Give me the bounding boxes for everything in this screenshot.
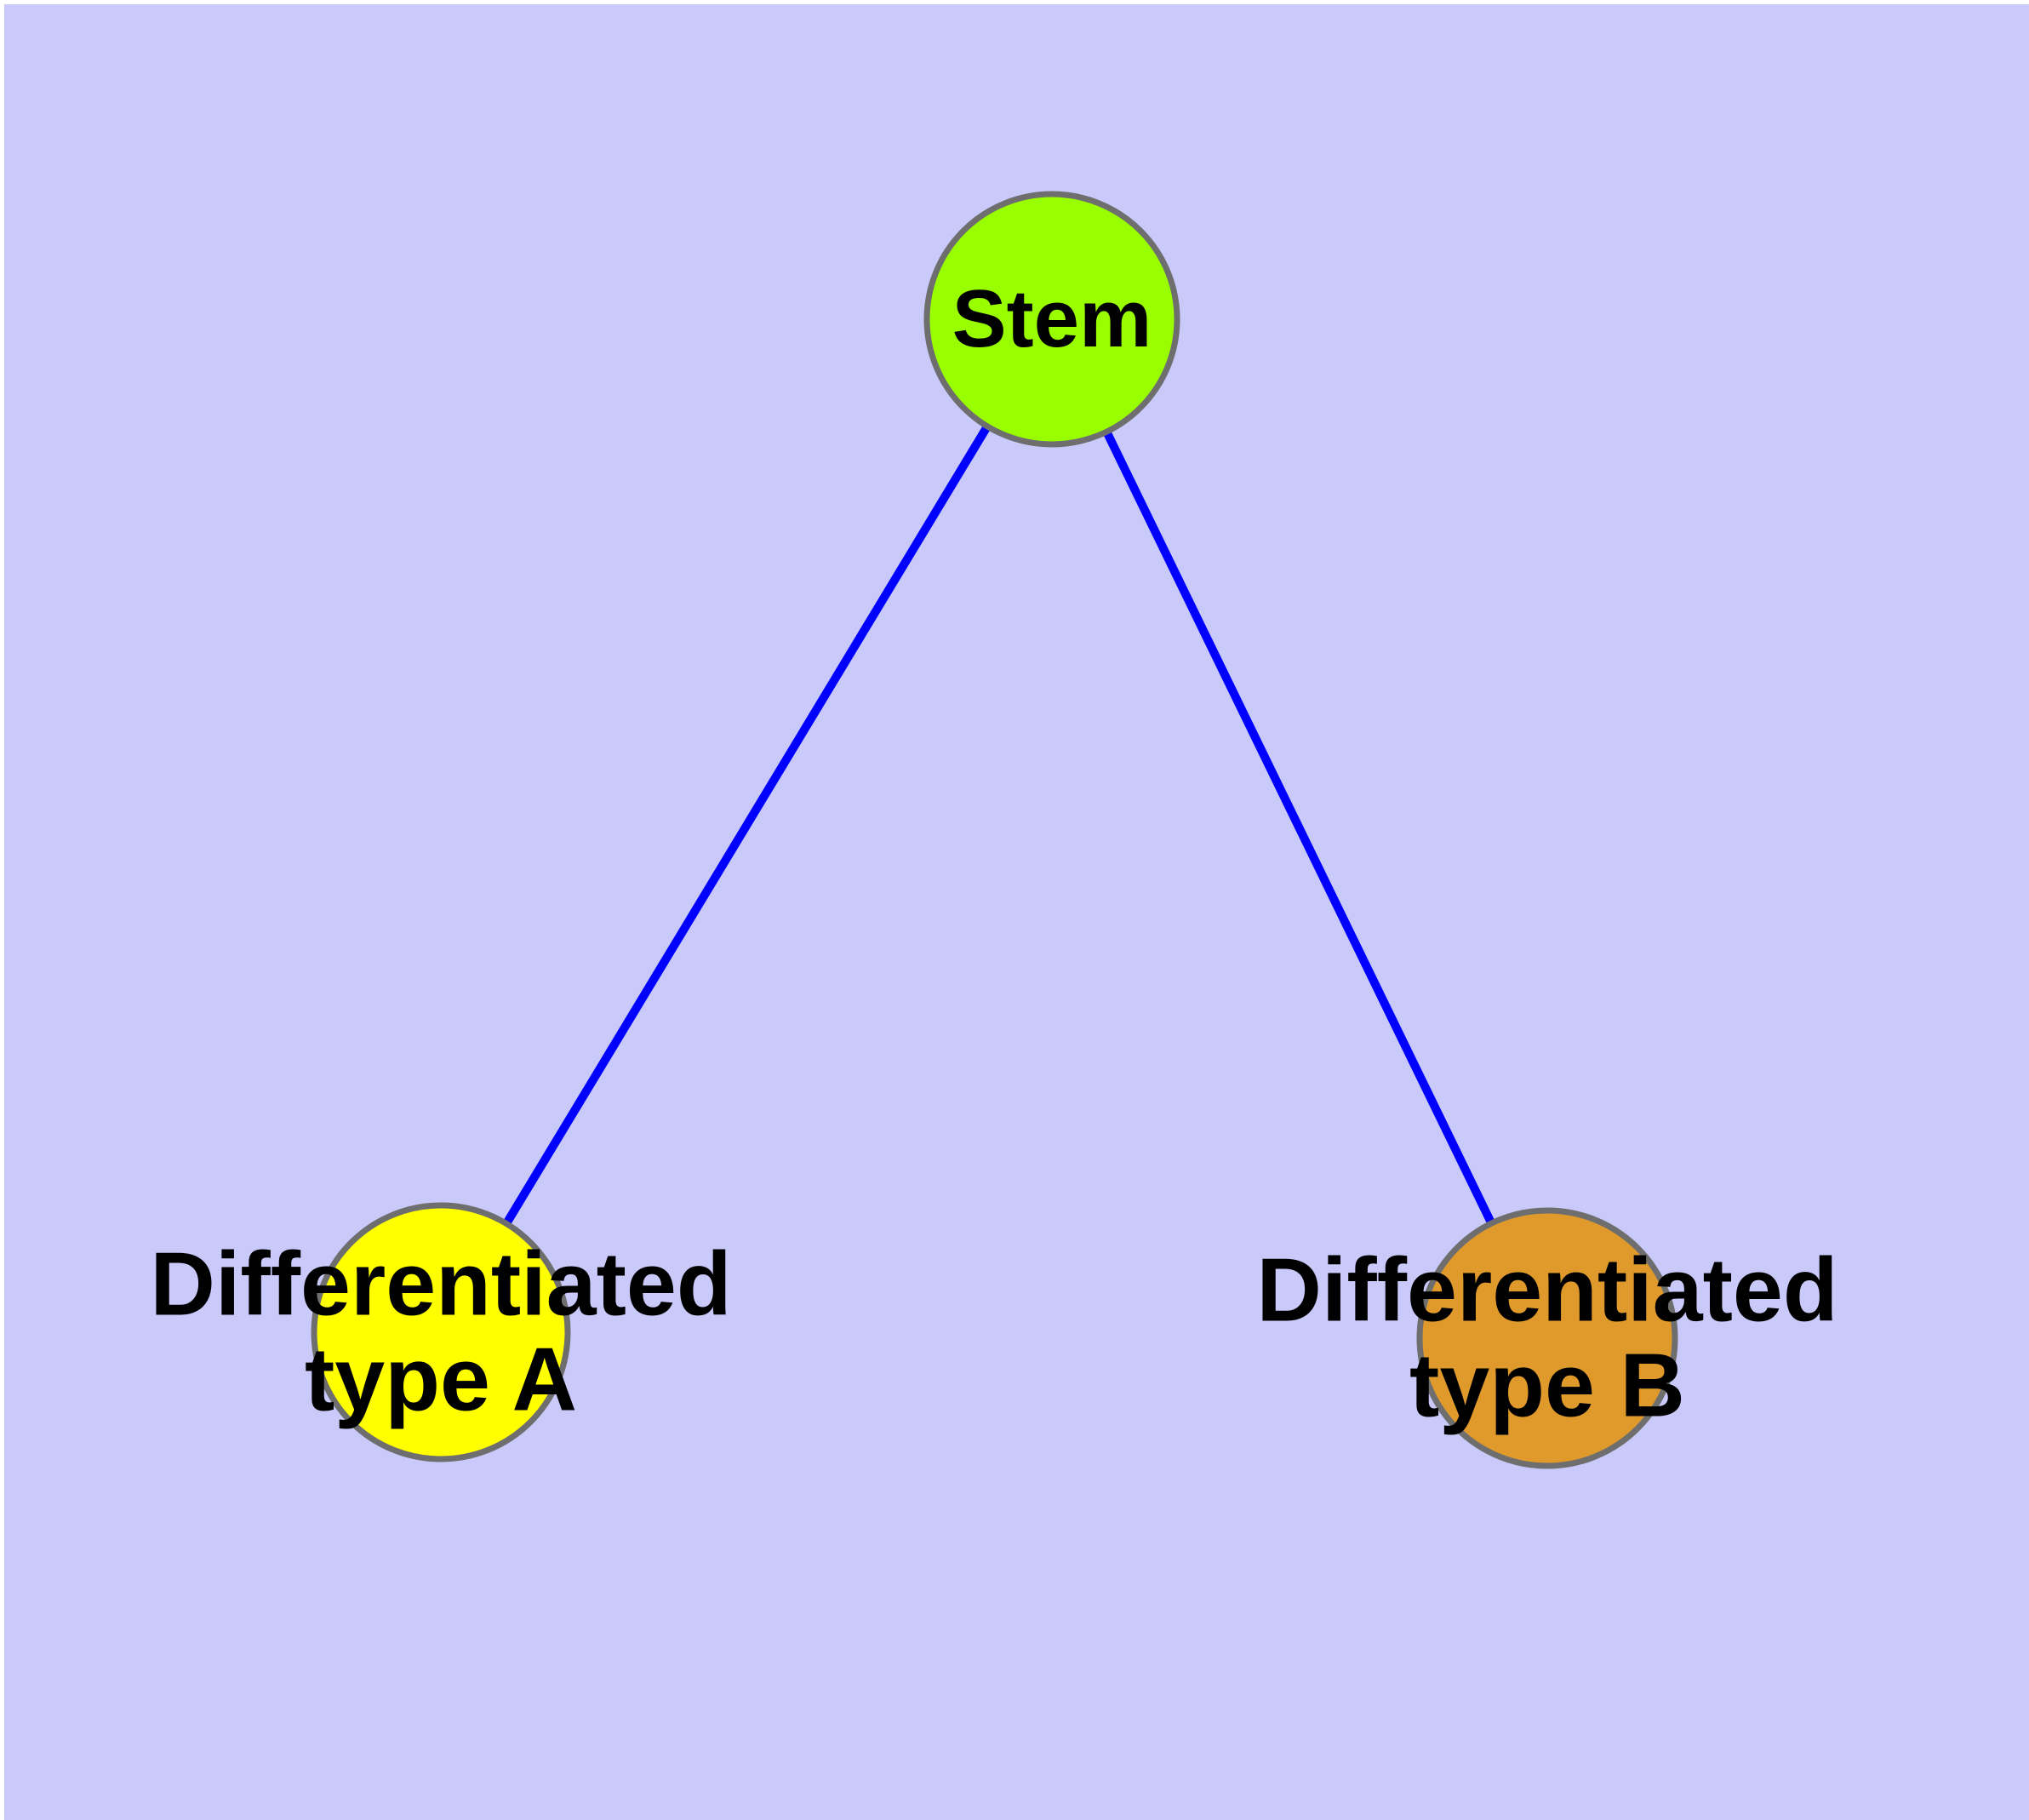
edge-layer [437,317,1552,1341]
graph-node-stem[interactable] [923,191,1180,448]
graph-node-diff_b[interactable] [1416,1207,1678,1469]
graph-edge-stem-to-diff_a [437,317,1056,1335]
graph-svg [311,191,1678,1469]
node-layer [311,191,1678,1469]
graph-edge-stem-to-diff_b [1048,317,1552,1341]
graph-node-diff_a[interactable] [311,1202,571,1462]
